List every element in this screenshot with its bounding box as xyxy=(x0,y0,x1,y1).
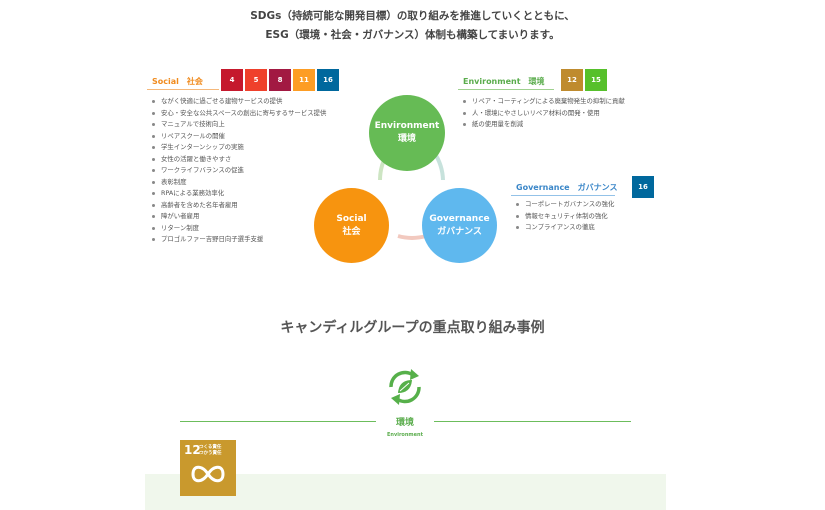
focus-section-title: キャンディルグループの重点取り組み事例 xyxy=(280,320,545,336)
social-heading-underline xyxy=(147,89,219,90)
list-item: 表彰制度 xyxy=(151,177,326,189)
social-circle-en: Social xyxy=(336,213,367,224)
environment-heading-underline xyxy=(458,89,554,90)
list-item: ワークライフバランスの促進 xyxy=(151,165,326,177)
list-item: コンプライアンスの徹底 xyxy=(515,222,614,234)
sdg-11-icon: 11 xyxy=(293,69,315,91)
list-item: 障がい者雇用 xyxy=(151,211,326,223)
list-item: 情報セキュリティ体制の強化 xyxy=(515,211,614,223)
governance-sdg-icons: 16 xyxy=(632,176,654,198)
sdg-12-text-line2: つかう責任 xyxy=(199,451,222,456)
environment-list: リペア・コーティングによる廃棄物発生の抑制に貢献人・環境にやさしいリペア材料の開… xyxy=(462,96,625,131)
list-item: 人・環境にやさしいリペア材料の開発・使用 xyxy=(462,108,625,120)
list-item: マニュアルで技術向上 xyxy=(151,119,326,131)
list-item: コーポレートガバナンスの強化 xyxy=(515,199,614,211)
sdg-12-badge: 12 つくる責任 つかう責任 xyxy=(180,440,236,496)
governance-heading-underline xyxy=(511,195,615,196)
environment-sdg-icons: 12 15 xyxy=(561,69,607,91)
sdg-12-text-line1: つくる責任 xyxy=(199,445,222,450)
social-circle-jp: 社会 xyxy=(342,226,361,237)
infinity-icon xyxy=(191,465,225,483)
social-list: ながく快適に過ごせる建物サービスの提供安心・安全な公共スペースの創出に寄与するサ… xyxy=(151,96,326,246)
governance-circle-en: Governance xyxy=(429,213,490,224)
list-item: リターン制度 xyxy=(151,223,326,235)
intro-line-2: ESG（環境・社会・ガバナンス）体制も構築してまいります。 xyxy=(265,29,560,41)
sdg-8-icon: 8 xyxy=(269,69,291,91)
environment-circle: Environment 環境 xyxy=(369,95,445,171)
list-item: RPAによる業務効率化 xyxy=(151,188,326,200)
recycle-leaf-icon xyxy=(389,369,421,405)
list-item: プロゴルファー吉野日向子選手支援 xyxy=(151,234,326,246)
list-item: 安心・安全な公共スペースの創出に寄与するサービス提供 xyxy=(151,108,326,120)
list-item: リペアスクールの開催 xyxy=(151,131,326,143)
governance-circle: Governance ガバナンス xyxy=(422,188,497,263)
environment-divider-right xyxy=(434,421,631,422)
list-item: 高齢者を含めた名年者雇用 xyxy=(151,200,326,212)
list-item: 学生インターンシップの実施 xyxy=(151,142,326,154)
sdg-16-icon: 16 xyxy=(317,69,339,91)
sdg-15-icon: 15 xyxy=(585,69,607,91)
social-sdg-icons: 4 5 8 11 16 xyxy=(221,69,339,91)
sdg-12-text: つくる責任 つかう責任 xyxy=(199,445,222,457)
environment-divider-left xyxy=(180,421,376,422)
environment-circle-jp: 環境 xyxy=(397,134,416,144)
governance-list: コーポレートガバナンスの強化情報セキュリティ体制の強化コンプライアンスの徹底 xyxy=(515,199,614,234)
environment-category-label: 環境 xyxy=(395,418,414,428)
environment-heading: Environment 環境 xyxy=(463,77,545,86)
governance-heading: Governance ガバナンス xyxy=(516,183,618,192)
list-item: リペア・コーティングによる廃棄物発生の抑制に貢献 xyxy=(462,96,625,108)
list-item: 女性の活躍と働きやすさ xyxy=(151,154,326,166)
governance-circle-jp: ガバナンス xyxy=(437,226,482,237)
intro-line-1: SDGs（持続可能な開発目標）の取り組みを推進していくとともに、 xyxy=(250,10,575,22)
sdg-5-icon: 5 xyxy=(245,69,267,91)
social-circle: Social 社会 xyxy=(314,188,389,263)
list-item: 紙の使用量を削減 xyxy=(462,119,625,131)
social-heading: Social 社会 xyxy=(152,77,203,86)
sdg-4-icon: 4 xyxy=(221,69,243,91)
sdg-12-icon: 12 xyxy=(561,69,583,91)
sdg-16-icon: 16 xyxy=(632,176,654,198)
environment-circle-en: Environment xyxy=(374,121,440,131)
list-item: ながく快適に過ごせる建物サービスの提供 xyxy=(151,96,326,108)
sdg-12-number: 12 xyxy=(184,443,201,457)
environment-category-sublabel: Environment xyxy=(387,432,423,438)
